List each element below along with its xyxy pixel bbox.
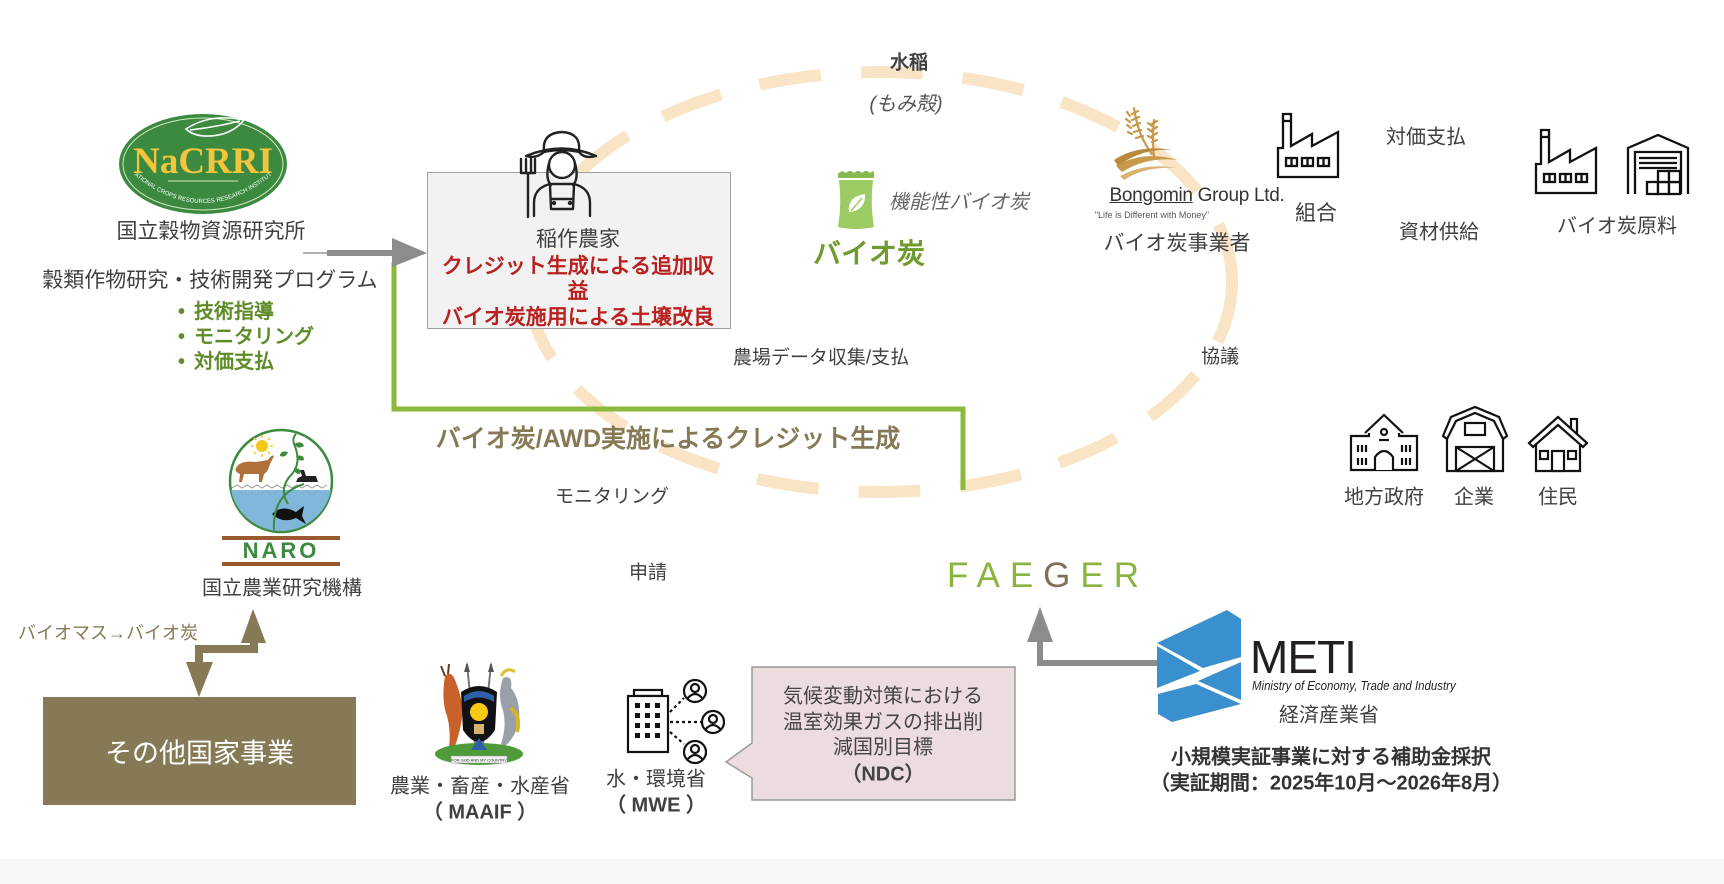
ndc-text-line: 減国別目標	[833, 736, 933, 759]
farmer-benefit-line: クレジット生成による追加収	[441, 255, 715, 278]
ndc-text-line: 温室効果ガスの排出削	[783, 711, 983, 734]
payment-label: 対価支払	[1386, 126, 1466, 149]
bullet-icon: •	[178, 351, 186, 373]
faeger-letter: A	[976, 556, 1010, 595]
maaif-motto: FOR GOD AND MY COUNTRY	[451, 758, 507, 763]
stakeholder-label: 企業	[1454, 486, 1494, 509]
naro-logo: NARO	[222, 428, 340, 566]
flow-application-label: 申請	[628, 562, 668, 584]
bongomin-name-part: Bongomin	[1109, 185, 1193, 206]
ndc-text-line: （NDC）	[841, 763, 925, 786]
uganda-coat-of-arms-icon: FOR GOD AND MY COUNTRY	[435, 662, 523, 765]
biochar-label: バイオ炭	[812, 238, 926, 269]
meti-subsidy: 小規模実証事業に対する補助金採択	[1171, 746, 1491, 769]
farmer-title: 稲作農家	[536, 228, 620, 251]
tractor-icon	[296, 470, 318, 482]
sun-icon	[251, 435, 273, 457]
flow-credit-generation-label: バイオ炭/AWD実施によるクレジット生成	[435, 425, 901, 453]
bongomin-wheat-logo	[1114, 106, 1178, 180]
faeger-logo: FAEGER	[947, 556, 1149, 596]
role-label: 対価支払	[194, 351, 274, 373]
naro-logo-text: NARO	[243, 538, 320, 563]
faeger-letter: F	[947, 556, 977, 595]
cow-icon	[235, 455, 274, 482]
plant-icon	[282, 433, 299, 505]
faeger-letter: R	[1113, 556, 1150, 595]
credit-flow-green-line	[391, 262, 966, 490]
nacrri-roles-list: • 技術指導 • モニタリング • 対価支払	[178, 300, 314, 375]
role-label: 技術指導	[194, 301, 274, 323]
bongomin-company-name: Bongomin Group Ltd.	[1110, 185, 1285, 207]
bongomin-name-part: Group Ltd.	[1192, 185, 1285, 206]
nacrri-name: 国立穀物資源研究所	[116, 220, 306, 243]
faeger-letter: G	[1043, 556, 1081, 595]
nacrri-logo: NaCRRI NATIONAL CROPS RESOURCES RESEARCH…	[116, 109, 287, 214]
other-national-projects-box: その他国家事業	[43, 697, 356, 805]
raw-material-label: バイオ炭原料	[1557, 215, 1677, 238]
mwe-abbr: （ MWE ）	[606, 794, 706, 817]
flow-farm-data-label: 農場データ収集/支払	[732, 347, 910, 369]
person-icon	[700, 709, 726, 735]
meti-subtitle: Ministry of Economy, Trade and Industry	[1252, 678, 1456, 693]
nacrri-role-item: • 対価支払	[178, 350, 314, 375]
faeger-letter: E	[1080, 556, 1114, 595]
stakeholder-label: 地方政府	[1344, 486, 1424, 509]
maaif-abbr: （ MAAIF ）	[422, 801, 538, 824]
farmer-benefit-line: 益	[567, 280, 589, 303]
bullet-icon: •	[178, 326, 186, 348]
crop-label: 水稲	[889, 52, 929, 74]
person-icon	[682, 739, 708, 765]
leaf-icon	[184, 117, 246, 137]
faeger-letter: E	[1009, 556, 1044, 595]
other-national-projects-label: その他国家事業	[105, 738, 294, 769]
nacrri-to-farmer-arrow	[303, 238, 427, 267]
fish-icon	[272, 506, 306, 524]
bullet-icon: •	[178, 301, 186, 323]
ndc-text-line: 気候変動対策における	[783, 685, 983, 708]
maaif-name: 農業・畜産・水産省	[390, 775, 570, 798]
biochar-bag-icon	[838, 171, 874, 229]
biochar-note: 機能性バイオ炭	[889, 191, 1029, 214]
residue-label: (もみ殻)	[869, 93, 943, 116]
factory-icon	[1276, 112, 1340, 179]
union-label: 組合	[1295, 202, 1337, 225]
meti-demo-period: （実証期間：2025年10月～2026年8月）	[1149, 772, 1513, 795]
farmer-icon	[519, 130, 598, 219]
nacrri-program: 穀類作物研究・技術開発プログラム	[42, 269, 378, 292]
meti-wordmark: METI	[1250, 631, 1357, 683]
ndc-callout	[724, 666, 1016, 801]
raw-material-factory-icon	[1534, 128, 1598, 195]
meti-logo-icon	[1157, 610, 1241, 722]
barn-icon	[1441, 405, 1509, 473]
bottom-strip	[0, 859, 1724, 884]
bongomin-tagline: "Life is Different with Money"	[1094, 210, 1210, 220]
resource-cycle-dashed-ellipse	[522, 66, 1238, 498]
nacrri-role-item: • 技術指導	[178, 300, 314, 325]
stakeholder-label: 住民	[1538, 486, 1578, 509]
bongomin-role: バイオ炭事業者	[1103, 232, 1251, 255]
nacrri-role-item: • モニタリング	[178, 325, 314, 350]
flow-consultation-label: 協議	[1200, 346, 1240, 368]
naro-other-projects-double-arrow	[186, 609, 266, 697]
farmer-benefit-line: バイオ炭施用による土壌改良	[441, 306, 715, 329]
school-building-icon	[1349, 413, 1419, 472]
meti-name: 経済産業省	[1279, 704, 1379, 727]
naro-name: 国立農業研究機構	[202, 577, 362, 600]
house-icon	[1527, 415, 1589, 473]
person-icon	[682, 678, 708, 704]
mwe-building-network-icon	[626, 678, 726, 765]
flow-biomass-to-biochar-label: バイオマス→バイオ炭	[18, 623, 198, 643]
nacrri-logo-text: NaCRRI	[133, 141, 273, 182]
mwe-name: 水・環境省	[606, 768, 706, 791]
role-label: モニタリング	[194, 326, 314, 348]
warehouse-icon	[1626, 133, 1690, 196]
rice-farmer-box	[427, 172, 731, 329]
meti-to-faeger-arrow	[1027, 607, 1160, 666]
flow-monitoring-label: モニタリング	[554, 486, 670, 508]
materials-supply-label: 資材供給	[1399, 221, 1479, 244]
